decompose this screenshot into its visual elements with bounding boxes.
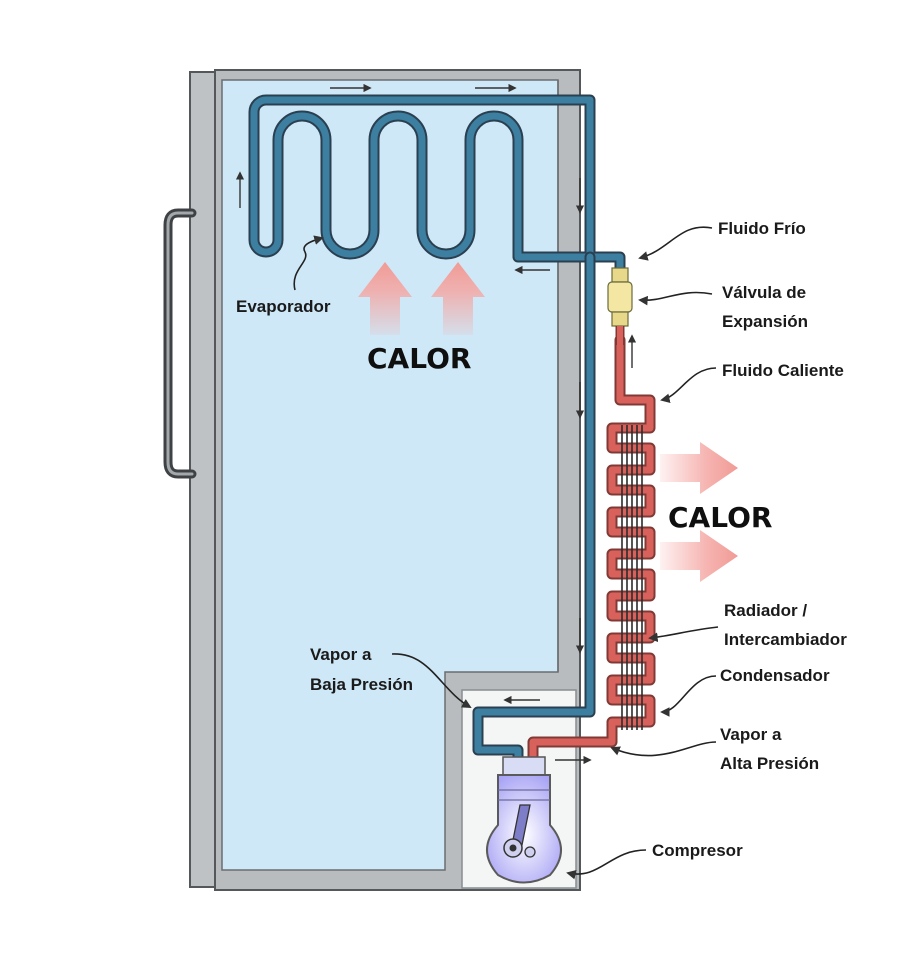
leader-compresor	[566, 849, 647, 880]
leader-fluido-frio	[638, 226, 713, 261]
label-vapor-alta-1: Vapor a	[720, 725, 782, 744]
leader-radiador	[648, 626, 719, 643]
door-panel	[189, 71, 216, 888]
compressor	[486, 756, 562, 884]
label-radiador-1: Radiador /	[724, 601, 807, 620]
leader-vapor-alta	[610, 741, 717, 757]
label-radiador-2: Intercambiador	[724, 630, 847, 649]
expansion-valve	[607, 267, 633, 345]
heat-arrows-evaporator	[358, 262, 485, 335]
label-vapor-baja-2: Baja Presión	[310, 675, 413, 694]
label-valvula-2: Expansión	[722, 312, 808, 331]
leader-valvula	[638, 291, 713, 306]
label-evaporador: Evaporador	[236, 297, 331, 316]
label-vapor-baja-1: Vapor a	[310, 645, 372, 664]
label-vapor-alta-2: Alta Presión	[720, 754, 819, 773]
heat-arrow-up-2	[431, 262, 485, 335]
heat-arrows-condenser	[660, 442, 738, 582]
leader-vapor-baja	[391, 653, 472, 708]
label-fluido-caliente: Fluido Caliente	[722, 361, 844, 380]
flow-arrows	[235, 83, 637, 765]
label-calor-outside: CALOR	[668, 501, 772, 534]
heat-arrow-up-1	[358, 262, 412, 335]
heat-arrow-right-2	[660, 530, 738, 582]
label-calor-inside: CALOR	[367, 342, 471, 375]
label-fluido-frio: Fluido Frío	[718, 219, 806, 238]
leader-fluido-caliente	[660, 367, 717, 404]
leader-condensador	[660, 675, 717, 717]
label-condensador: Condensador	[720, 666, 830, 685]
leader-evaporador	[293, 235, 324, 291]
hot-refrigerant-pipe	[527, 334, 656, 774]
heat-arrow-right-1	[660, 442, 738, 494]
door-handle	[163, 208, 197, 479]
label-compresor: Compresor	[652, 841, 743, 860]
leader-lines	[293, 226, 719, 880]
radiator-fins	[621, 425, 643, 730]
cold-refrigerant-pipe	[248, 94, 626, 774]
labels: Evaporador CALOR Fluido Frío Válvula de …	[236, 219, 847, 860]
label-valvula-1: Válvula de	[722, 283, 806, 302]
